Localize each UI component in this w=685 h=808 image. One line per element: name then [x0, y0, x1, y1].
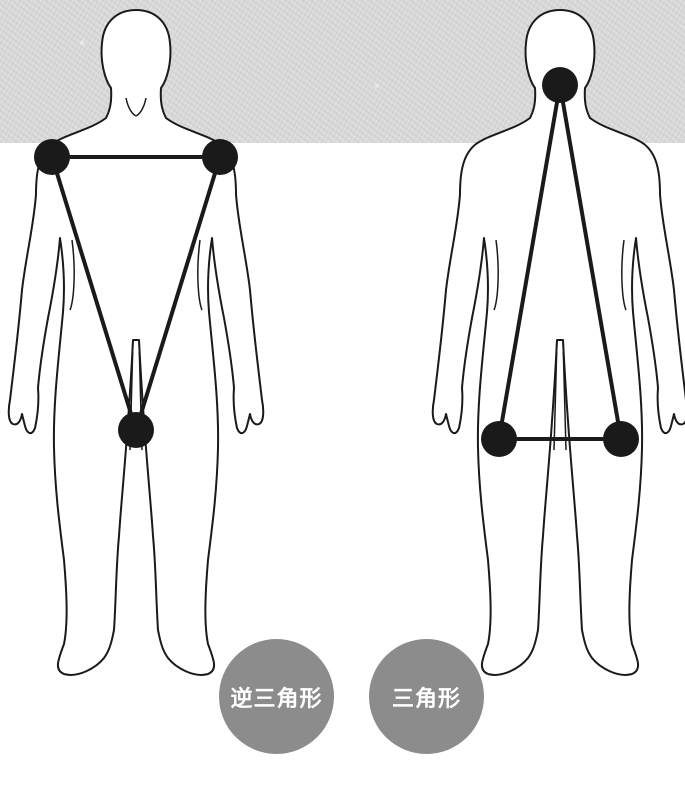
inverted-triangle-label: 逆三角形 [230, 681, 322, 713]
body-silhouette-front-icon [9, 10, 263, 675]
dot-marker-left-shoulder [34, 139, 70, 175]
dot-marker-left-hip [481, 421, 517, 457]
triangle-label: 三角形 [392, 681, 461, 713]
body-silhouette-back-icon [433, 10, 685, 675]
dot-marker-head [542, 67, 578, 103]
inverted-triangle-badge: 逆三角形 [219, 639, 334, 754]
triangle-badge: 三角形 [369, 639, 484, 754]
dot-marker-right-shoulder [202, 139, 238, 175]
dot-marker-right-hip [603, 421, 639, 457]
dot-marker-crotch [118, 412, 154, 448]
